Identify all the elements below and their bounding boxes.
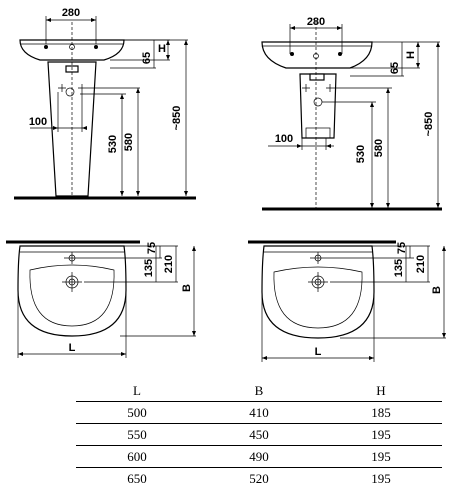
top-view-right: 135 75 210 B L: [248, 242, 446, 362]
table-cell: 550: [76, 424, 198, 446]
drain-block-side: [310, 74, 324, 80]
table-cell: 520: [198, 468, 320, 489]
table-cell: 450: [198, 424, 320, 446]
depth1-label-2: 135: [393, 259, 405, 277]
width-dim-label: 280: [62, 7, 80, 19]
l-label-2: L: [315, 346, 322, 358]
depth3-label-2: 210: [415, 255, 427, 273]
l-label: L: [69, 342, 76, 354]
table-cell: 195: [320, 446, 442, 468]
dimension-table: L B H 500 410 185 550 450 195 600 490 19…: [76, 380, 442, 489]
inlet-dim-label-2: 530: [355, 145, 367, 163]
inlet2-dim-label-2: 580: [373, 139, 385, 157]
column-header-h: H: [320, 380, 442, 402]
inlet2-dim-label: 580: [123, 133, 135, 151]
table-row: 600 490 195: [76, 446, 442, 468]
table-cell: 600: [76, 446, 198, 468]
column-header-l: L: [76, 380, 198, 402]
top-view-left: 135 75 210 B L: [6, 242, 196, 358]
table-cell: 195: [320, 468, 442, 489]
b-label-2: B: [431, 286, 443, 294]
depth2-label: 75: [146, 242, 158, 254]
table-header-row: L B H: [76, 380, 442, 402]
rim-dim-label: 65: [141, 52, 153, 64]
offset-dim-label: 100: [29, 116, 47, 128]
inlet-dim-label: 530: [107, 135, 119, 153]
column-header-b: B: [198, 380, 320, 402]
table-cell: 410: [198, 402, 320, 424]
h-dim-label: H: [158, 43, 166, 55]
height-dim-label-2: ~850: [423, 112, 435, 137]
table-cell: 185: [320, 402, 442, 424]
width-dim-label-2: 280: [307, 16, 325, 28]
depth1-label: 135: [143, 259, 155, 277]
table-cell: 650: [76, 468, 198, 489]
h-dim-label-2: H: [405, 51, 417, 59]
depth2-label-2: 75: [396, 242, 408, 254]
b-label: B: [181, 284, 193, 292]
table-cell: 490: [198, 446, 320, 468]
table-row: 550 450 195: [76, 424, 442, 446]
table-row: 500 410 185: [76, 402, 442, 424]
front-view-pedestal: 280 H 65 ~850 530 580 100: [14, 7, 196, 198]
side-view-pedestal: 280 H 65 ~850 530 580 100: [262, 16, 442, 209]
table-cell: 195: [320, 424, 442, 446]
offset-dim-label-2: 100: [275, 133, 293, 145]
depth3-label: 210: [163, 255, 175, 273]
height-dim-label: ~850: [171, 106, 183, 131]
table-row: 650 520 195: [76, 468, 442, 489]
rim-dim-label-2: 65: [389, 62, 401, 74]
table-cell: 500: [76, 402, 198, 424]
